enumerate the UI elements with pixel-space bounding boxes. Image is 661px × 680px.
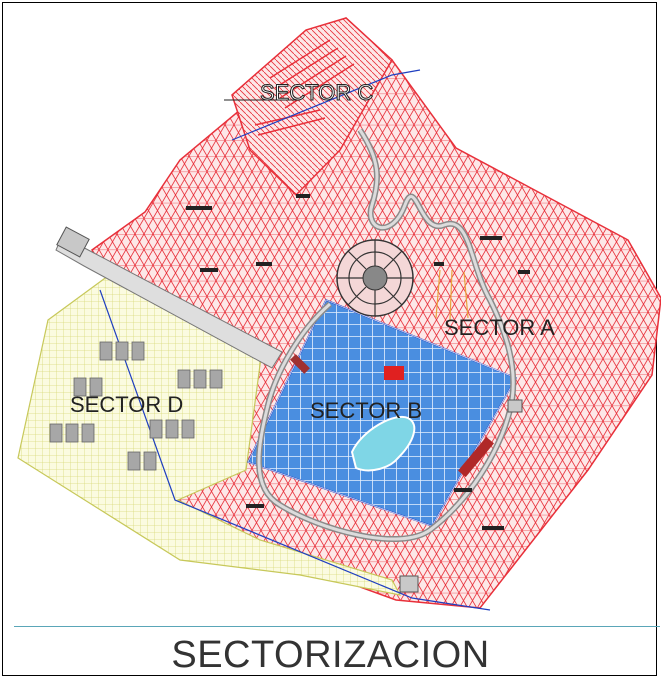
page-title: SECTORIZACION [171, 634, 490, 676]
sector-c-label: SECTOR C [260, 80, 373, 105]
gate-structure [56, 226, 90, 258]
boundary-line-2 [231, 69, 421, 141]
roundabout [336, 239, 414, 317]
site-details [186, 99, 530, 593]
sector-c-area [231, 17, 393, 197]
sector-b-label: SECTOR B [310, 398, 422, 423]
boundary-line [99, 289, 491, 611]
site-plan: SECTOR C SECTOR A SECTOR B SECTOR D [17, 16, 661, 611]
access-road [55, 235, 283, 369]
parking-units [49, 341, 223, 471]
sector-a-label: SECTOR A [444, 315, 555, 340]
lagoon [350, 415, 416, 472]
walkway-inner [257, 129, 515, 541]
sector-d-label: SECTOR D [70, 392, 183, 417]
title-separator [14, 626, 660, 627]
